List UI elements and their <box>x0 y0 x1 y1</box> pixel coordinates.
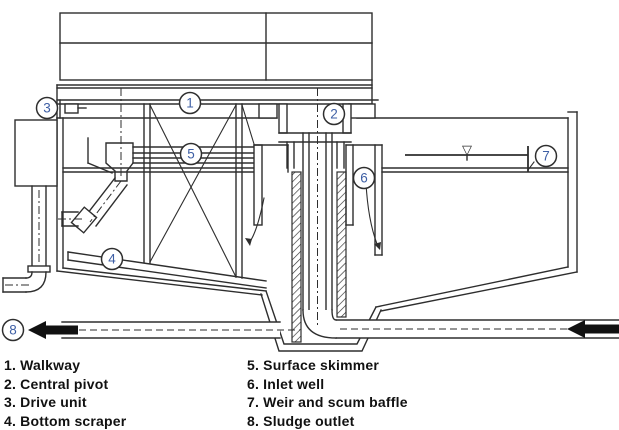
flow-arrow-left <box>245 197 265 246</box>
callout-5: 5 <box>179 142 203 166</box>
inlet-pipe <box>335 319 619 339</box>
legend-item-3: 3. Drive unit <box>4 394 87 410</box>
tank-shell <box>56 111 578 312</box>
central-column-elbow <box>302 309 337 339</box>
callout-7: 7 <box>534 144 558 168</box>
legend-item-4: 4. Bottom scraper <box>4 412 127 429</box>
svg-text:1: 1 <box>186 96 194 111</box>
legend-item-2: 2. Central pivot <box>4 375 109 392</box>
callout-3: 3 <box>35 96 59 120</box>
svg-text:5: 5 <box>187 147 195 162</box>
callout-8: 8 <box>1 318 25 342</box>
legend-item-7: 7. Weir and scum baffle <box>247 394 408 410</box>
svg-text:3: 3 <box>43 101 51 116</box>
support-truss <box>143 103 255 279</box>
clarifier-cross-section: ▽ 1 2 3 4 5 6 7 8 <box>1 12 619 352</box>
launder-rails <box>62 167 569 173</box>
legend-item-5: 5. Surface skimmer <box>247 357 380 373</box>
drive-unit <box>64 103 87 114</box>
callout-1: 1 <box>178 91 202 115</box>
legend-item-6: 6. Inlet well <box>247 375 325 392</box>
svg-text:4: 4 <box>108 252 116 267</box>
callout-6: 6 <box>352 166 376 190</box>
svg-text:7: 7 <box>542 149 550 164</box>
central-column-pipes <box>302 132 333 311</box>
inlet-flow-arrow <box>567 320 619 338</box>
callout-2: 2 <box>322 102 346 126</box>
legend-column-right: 5. Surface skimmer 6. Inlet well 7. Weir… <box>247 356 408 430</box>
svg-text:6: 6 <box>360 171 368 186</box>
legend-column-left: 1. Walkway 2. Central pivot 3. Drive uni… <box>4 356 126 430</box>
flow-arrow-right <box>365 182 381 250</box>
sludge-outlet-pipe <box>61 321 300 339</box>
svg-text:8: 8 <box>9 323 17 338</box>
sludge-flow-arrow <box>28 321 78 339</box>
left-support-column <box>14 119 58 187</box>
scum-funnel <box>87 88 134 182</box>
left-riser-pipe <box>2 185 51 293</box>
legend-item-8: 8. Sludge outlet <box>247 412 355 429</box>
svg-text:▽: ▽ <box>462 143 472 158</box>
central-column-hatched-walls <box>291 171 347 343</box>
machinery-housing <box>59 12 373 81</box>
weir-scum-baffle <box>527 146 535 172</box>
svg-text:2: 2 <box>330 107 338 122</box>
callout-4: 4 <box>100 247 124 271</box>
legend-item-1: 1. Walkway <box>4 357 81 373</box>
skimmer-discharge-pipe <box>58 177 128 234</box>
water-level-marker: ▽ <box>405 143 528 161</box>
